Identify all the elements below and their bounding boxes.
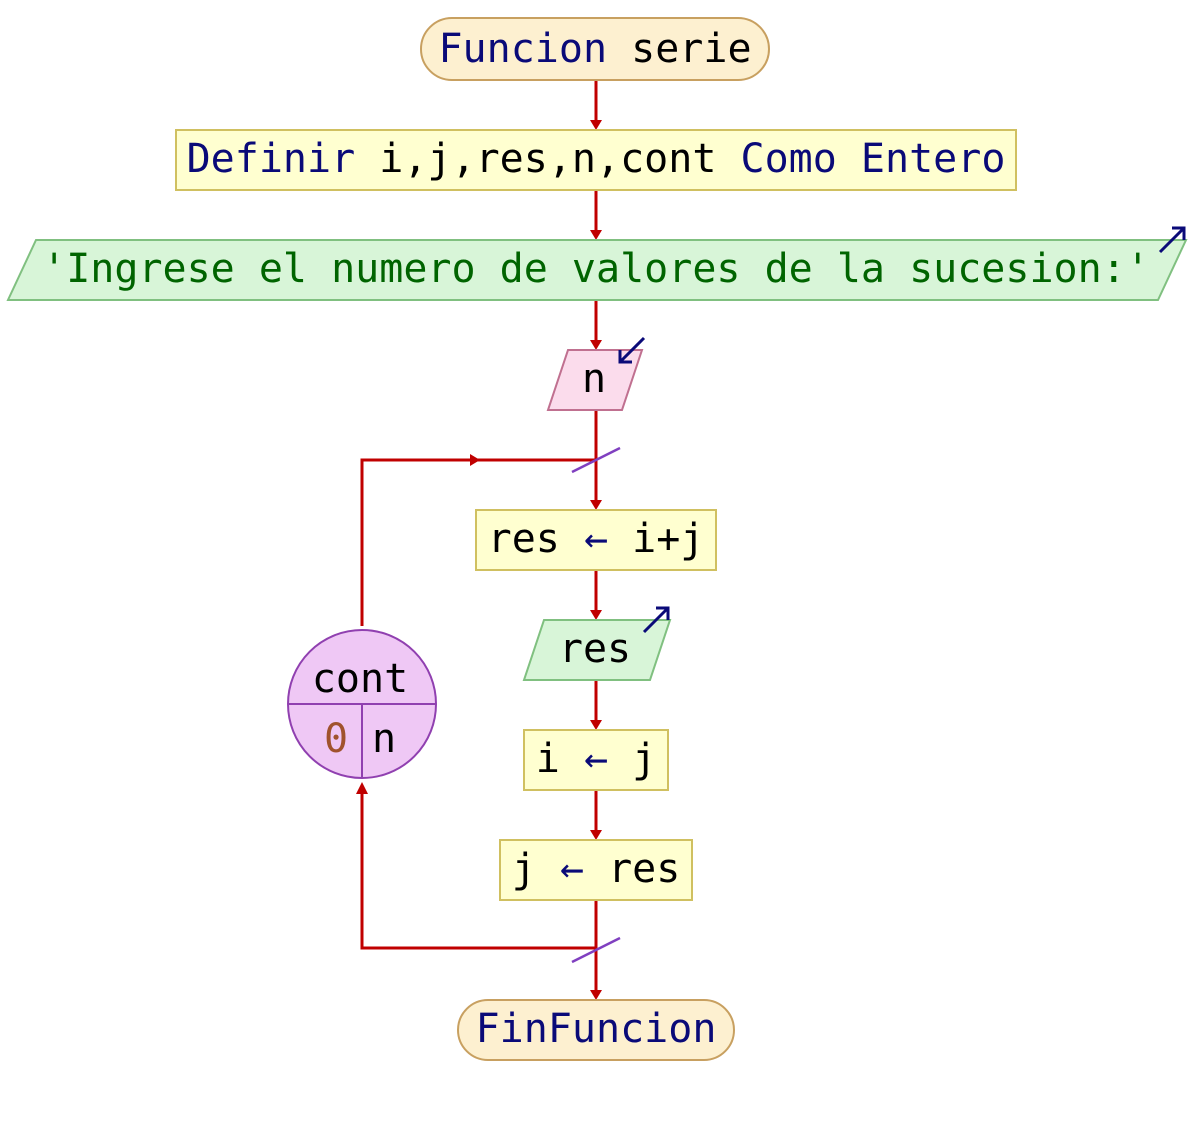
loop-entry-marker bbox=[571, 446, 621, 474]
assign-j-process: j ← res bbox=[499, 839, 693, 901]
flow-lines bbox=[356, 80, 621, 1000]
loop-end-value: n bbox=[372, 716, 396, 762]
for-loop-node: cont 0 n bbox=[287, 629, 437, 779]
output-arrow-icon bbox=[1158, 226, 1186, 254]
output-prompt-block: 'Ingrese el numero de valores de la suce… bbox=[6, 226, 1188, 301]
input-n-block: n bbox=[546, 336, 646, 411]
assign-rhs: res bbox=[608, 846, 680, 892]
loop-start-value: 0 bbox=[324, 716, 348, 762]
svg-text:j ← res: j ← res bbox=[512, 846, 681, 892]
end-keyword: FinFuncion bbox=[476, 1006, 717, 1052]
prompt-string: 'Ingrese el numero de valores de la suce… bbox=[42, 246, 1150, 292]
loop-variable: cont bbox=[312, 656, 408, 702]
assign-lhs: j bbox=[512, 846, 536, 892]
type-keyword: Entero bbox=[861, 136, 1006, 182]
assign-lhs: i bbox=[536, 736, 560, 782]
assign-res-process: res ← i+j bbox=[475, 509, 717, 571]
output-arrow-icon bbox=[642, 606, 670, 634]
assign-arrow: ← bbox=[584, 736, 608, 782]
svg-text:i ← j: i ← j bbox=[536, 736, 656, 782]
assign-arrow: ← bbox=[560, 846, 584, 892]
define-keyword: Definir bbox=[187, 136, 356, 182]
assign-rhs: i+j bbox=[632, 516, 704, 562]
svg-text:Funcion serie: Funcion serie bbox=[438, 26, 751, 72]
assign-lhs: res bbox=[488, 516, 560, 562]
loop-exit-marker bbox=[571, 936, 621, 964]
end-terminal: FinFuncion bbox=[457, 999, 735, 1061]
define-vars: i,j,res,n,cont bbox=[379, 136, 716, 182]
output-res-block: res bbox=[522, 606, 672, 681]
define-process: Definir i,j,res,n,cont Como Entero bbox=[175, 129, 1017, 191]
svg-text:res ← i+j: res ← i+j bbox=[488, 516, 705, 562]
function-name: serie bbox=[631, 26, 751, 72]
svg-text:Definir i,j,res,n,cont Como En: Definir i,j,res,n,cont Como Entero bbox=[187, 136, 1006, 182]
assign-arrow: ← bbox=[584, 516, 608, 562]
output-var: res bbox=[559, 626, 631, 672]
assign-i-process: i ← j bbox=[523, 729, 669, 791]
input-var: n bbox=[582, 356, 606, 402]
como-keyword: Como bbox=[741, 136, 837, 182]
input-arrow-icon bbox=[618, 336, 646, 364]
start-terminal: Funcion serie bbox=[420, 17, 770, 81]
function-keyword: Funcion bbox=[438, 26, 607, 72]
assign-rhs: j bbox=[632, 736, 656, 782]
